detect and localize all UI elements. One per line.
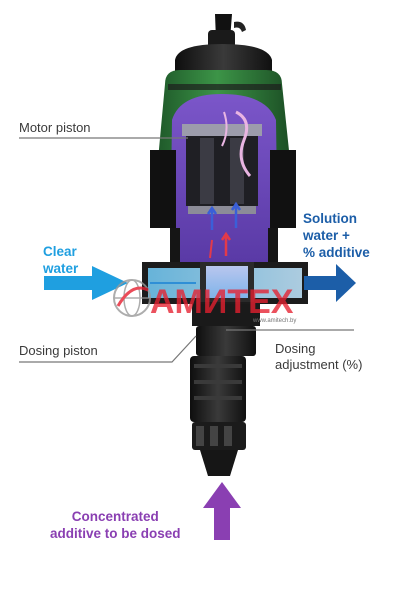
leader-lines: [19, 137, 354, 363]
concentrated-line1: Concentrated: [71, 509, 159, 524]
dosing-body: [190, 304, 260, 476]
solution-line2: water +: [303, 228, 350, 243]
arrow-right-icon: [44, 266, 128, 300]
arrow-up-icon: [203, 482, 241, 540]
clear-water-label: Clear water: [43, 243, 78, 277]
flow-pipe: [142, 262, 308, 304]
solution-line1: Solution: [303, 211, 357, 226]
solution-label: Solution water + % additive: [303, 210, 370, 261]
solution-line3: % additive: [303, 245, 370, 260]
side-frame: [150, 150, 296, 262]
clear-water-line2: water: [43, 261, 79, 276]
clear-water-line1: Clear: [43, 244, 77, 259]
dosing-piston-label: Dosing piston: [19, 343, 98, 358]
dosing-piston-leader: [19, 335, 197, 363]
globe-logo-icon: [113, 279, 151, 317]
motor-chamber: [170, 94, 278, 262]
dosing-adjustment-line2: adjustment (%): [275, 357, 363, 372]
dosing-adjustment-line1: Dosing: [275, 341, 316, 356]
dosing-adjustment-label: Dosing adjustment (%): [275, 341, 362, 373]
concentrated-line2: additive to be dosed: [50, 526, 181, 541]
watermark-brand: АМИТЕХ: [150, 283, 294, 321]
motor-piston-label: Motor piston: [19, 120, 91, 135]
concentrated-additive-label: Concentrated additive to be dosed: [50, 508, 181, 542]
arrow-right-icon: [304, 264, 356, 302]
watermark-url: www.amitech.by: [253, 318, 297, 324]
